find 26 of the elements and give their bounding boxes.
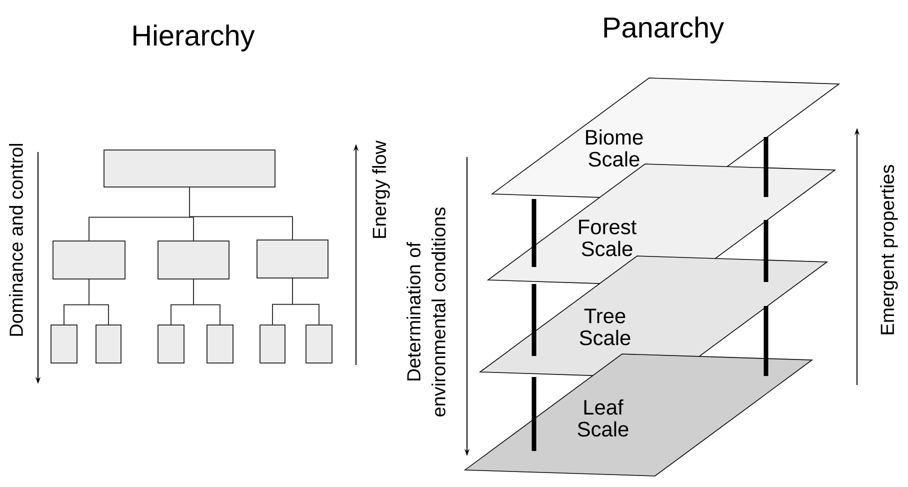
pillar xyxy=(532,284,536,356)
pillar xyxy=(764,306,768,376)
connector-line xyxy=(193,279,220,325)
hierarchy-box xyxy=(306,324,332,364)
axis-label: Dominance and control xyxy=(9,144,23,336)
hierarchy-box xyxy=(158,324,184,364)
pillar xyxy=(532,199,536,267)
connector-line xyxy=(292,278,320,325)
hierarchy-box xyxy=(50,324,78,364)
hierarchy-box xyxy=(158,240,230,280)
heading: Hierarchy xyxy=(134,24,255,52)
pillar xyxy=(764,220,768,282)
hierarchy-box xyxy=(104,150,276,188)
hierarchy-box xyxy=(256,240,328,278)
hierarchy-box xyxy=(96,324,122,364)
hierarchy-box xyxy=(52,240,126,280)
connector-line xyxy=(189,187,293,240)
axis-label: Energy flow xyxy=(372,140,390,238)
pillar xyxy=(764,137,768,197)
hierarchy-box xyxy=(206,324,234,364)
axis-label: Emergent properties xyxy=(880,164,898,334)
axis-label: Determination of environmental conditions xyxy=(406,208,446,416)
hierarchy-box xyxy=(260,324,286,364)
connector-line xyxy=(88,279,109,325)
pillar xyxy=(532,377,536,451)
heading: Panarchy xyxy=(604,16,724,44)
